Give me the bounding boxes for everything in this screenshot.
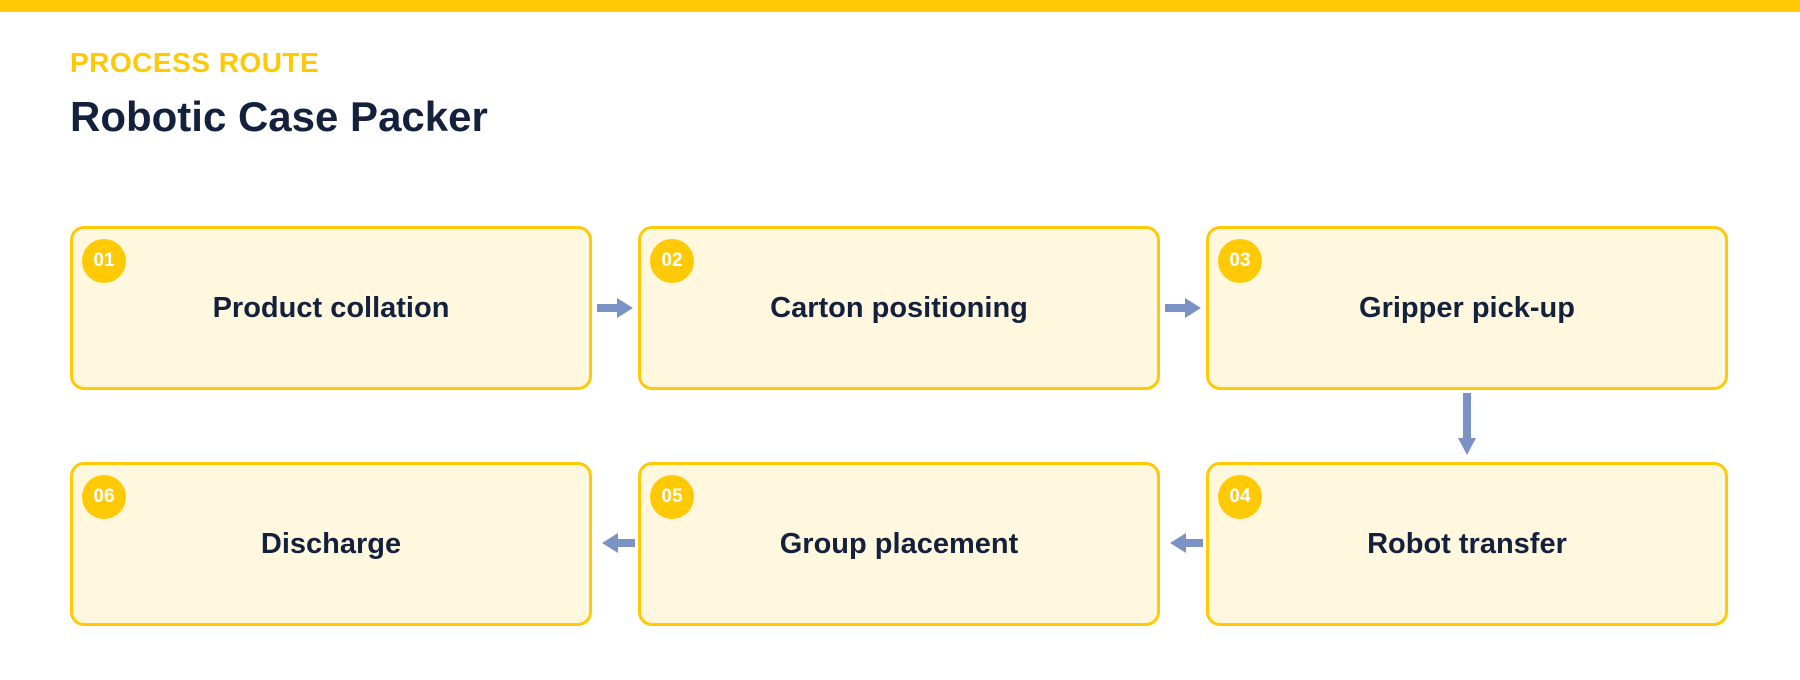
step-label: Robot transfer bbox=[1367, 527, 1567, 560]
step-label: Gripper pick-up bbox=[1359, 291, 1575, 324]
step-card-04: 04 Robot transfer bbox=[1206, 462, 1728, 626]
arrow-right-icon bbox=[597, 298, 633, 318]
step-number-badge: 01 bbox=[82, 239, 126, 283]
arrow-left-icon bbox=[1170, 533, 1203, 553]
arrow-left-icon bbox=[602, 533, 635, 553]
step-number-badge: 04 bbox=[1218, 475, 1262, 519]
step-number-badge: 03 bbox=[1218, 239, 1262, 283]
step-label: Discharge bbox=[260, 527, 402, 560]
step-card-02: 02 Carton positioning bbox=[638, 226, 1160, 390]
step-card-03: 03 Gripper pick-up bbox=[1206, 226, 1728, 390]
step-label: Product collation bbox=[212, 291, 450, 324]
arrow-down-icon bbox=[1458, 393, 1476, 455]
step-number-badge: 05 bbox=[650, 475, 694, 519]
step-card-06: 06 Discharge bbox=[70, 462, 592, 626]
step-card-01: 01 Product collation bbox=[70, 226, 592, 390]
step-number-badge: 02 bbox=[650, 239, 694, 283]
step-label: Group placement bbox=[779, 527, 1019, 560]
step-label: Carton positioning bbox=[770, 291, 1028, 324]
top-accent-bar bbox=[0, 0, 1800, 12]
step-card-05: 05 Group placement bbox=[638, 462, 1160, 626]
step-number-badge: 06 bbox=[82, 475, 126, 519]
arrow-right-icon bbox=[1165, 298, 1201, 318]
page-title: Robotic Case Packer bbox=[70, 93, 488, 140]
section-eyebrow: PROCESS ROUTE bbox=[70, 47, 320, 78]
